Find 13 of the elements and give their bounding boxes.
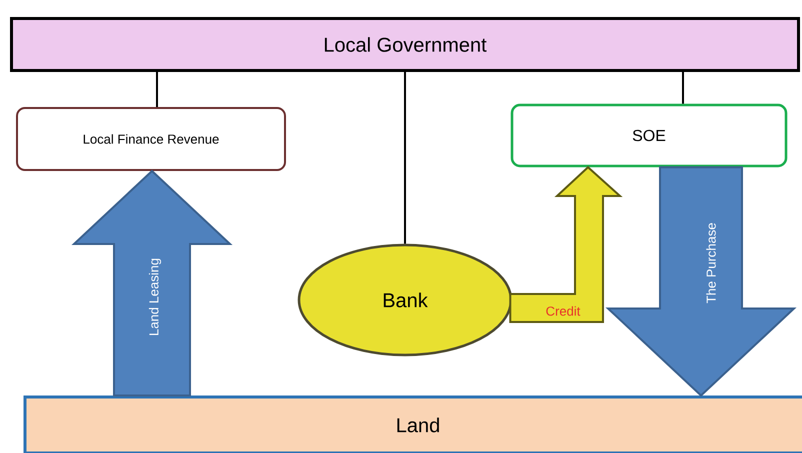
bent-arrow [509, 166, 623, 323]
header-bar: Local Government [10, 17, 800, 72]
connector-line [404, 72, 406, 244]
connector-line [156, 72, 158, 107]
block-arrow [71, 170, 233, 396]
block-arrow [605, 166, 797, 397]
edge-label: Credit [546, 306, 580, 316]
edge-label: The Purchase [706, 223, 716, 304]
edge-label: Land Leasing [148, 258, 162, 335]
soe-box: SOE [510, 104, 788, 168]
land-bar: Land [24, 396, 802, 453]
connector-line [682, 72, 684, 104]
revenue-box: Local Finance Revenue [16, 107, 286, 171]
